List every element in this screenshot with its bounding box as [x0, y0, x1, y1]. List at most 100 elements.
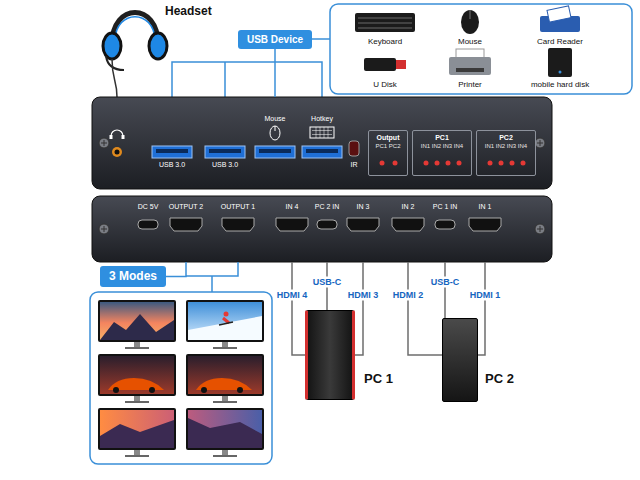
front-panel-body — [101, 140, 107, 146]
monitor — [100, 302, 174, 340]
port-label: PC 1 IN — [433, 202, 458, 211]
device-caption: Card Reader — [537, 37, 583, 47]
monitor — [98, 300, 176, 342]
node-text: USB Device — [247, 33, 303, 46]
usb-port — [205, 146, 245, 158]
audio-jack — [112, 147, 122, 157]
monitor — [188, 302, 262, 340]
keyboard-symbol — [312, 127, 332, 138]
mouse-symbol — [270, 126, 280, 140]
monitor — [188, 356, 262, 394]
node-text: PC2 — [499, 133, 513, 142]
monitor — [100, 420, 174, 448]
pc-tower: PC 2 — [442, 318, 478, 402]
monitor — [125, 347, 149, 349]
keyboard-icon — [355, 13, 415, 32]
usb-port — [255, 146, 295, 158]
monitor — [188, 418, 262, 448]
front-panel-body — [99, 138, 109, 148]
port-label: Mouse — [264, 114, 285, 123]
hdmi-port — [392, 218, 424, 231]
audio-jack — [110, 130, 125, 157]
led — [380, 161, 385, 166]
keyboard-icon — [358, 18, 412, 28]
port-label: DC 5V — [138, 202, 159, 211]
monitor — [188, 316, 262, 340]
led — [380, 161, 526, 166]
indicator-group: PC1IN1 IN2 IN3 IN4 — [412, 130, 472, 176]
hdmi-port — [222, 218, 254, 231]
led — [510, 161, 515, 166]
usb-port — [302, 146, 342, 158]
monitor — [100, 356, 174, 394]
hard-disk-icon — [559, 71, 562, 74]
mouse-icon — [470, 10, 471, 19]
cable-connector — [355, 262, 363, 355]
back-panel-body — [92, 196, 552, 262]
node-text: IN1 IN2 IN3 IN4 — [421, 142, 463, 150]
led — [499, 161, 504, 166]
monitor — [134, 396, 140, 401]
monitor — [223, 318, 229, 323]
back-panel-body — [535, 224, 545, 234]
port-label: Hotkey — [311, 114, 333, 123]
port-label: IN 3 — [357, 202, 370, 211]
monitor — [134, 450, 140, 455]
led — [446, 161, 451, 166]
led — [424, 161, 429, 166]
port-label: OUTPUT 2 — [169, 202, 204, 211]
port-label: USB 3.0 — [212, 160, 238, 169]
label-box: 3 Modes — [100, 266, 166, 287]
printer-icon — [449, 57, 491, 75]
headset-icon — [112, 59, 117, 97]
cable-label: USB-C — [429, 277, 462, 288]
monitor — [219, 322, 233, 325]
hdmi-port — [347, 218, 379, 231]
led — [393, 161, 398, 166]
keyboard-icon — [355, 13, 415, 32]
modes-panel — [90, 292, 272, 464]
monitor — [237, 387, 243, 393]
headset-icon — [106, 56, 124, 70]
usb-port — [259, 149, 291, 153]
monitor — [125, 401, 149, 403]
usb-c-port — [138, 220, 158, 229]
monitor — [213, 347, 237, 349]
headset-icon — [149, 33, 167, 59]
u-disk-icon — [364, 58, 406, 71]
usb-port — [306, 149, 338, 153]
ir-sensor — [349, 141, 359, 156]
bracket-line — [172, 62, 322, 97]
monitor — [113, 387, 119, 393]
port-label: PC 2 IN — [315, 202, 340, 211]
back-panel: DC 5VOUTPUT 2OUTPUT 1IN 4PC 2 ININ 3IN 2… — [92, 196, 552, 262]
front-panel: USB 3.0USB 3.0MouseHotkeyIROutputPC1 PC2… — [92, 97, 552, 189]
monitor — [186, 300, 264, 342]
monitor — [98, 408, 176, 450]
hdmi-port — [170, 218, 501, 231]
cable-connector — [292, 262, 305, 355]
monitor — [98, 354, 176, 396]
monitor — [98, 300, 264, 457]
led — [435, 161, 440, 166]
usb-port — [209, 149, 241, 153]
printer-icon — [449, 49, 491, 75]
front-panel-body — [92, 97, 552, 189]
cable-connector — [478, 262, 485, 355]
device-label: Headset — [165, 4, 212, 18]
pc-label: PC 1 — [364, 371, 393, 386]
monitor — [213, 455, 237, 457]
monitor — [222, 450, 228, 455]
device-caption: Mouse — [458, 37, 482, 47]
monitor — [134, 342, 140, 347]
back-panel-body — [92, 196, 552, 262]
node-text: PC1 — [435, 133, 449, 142]
cable-label: USB-C — [311, 277, 344, 288]
back-panel-body — [99, 224, 109, 234]
mouse-symbol — [275, 126, 276, 131]
usb-port — [152, 146, 342, 158]
printer-icon — [456, 68, 484, 72]
usb-c-port — [317, 220, 337, 229]
